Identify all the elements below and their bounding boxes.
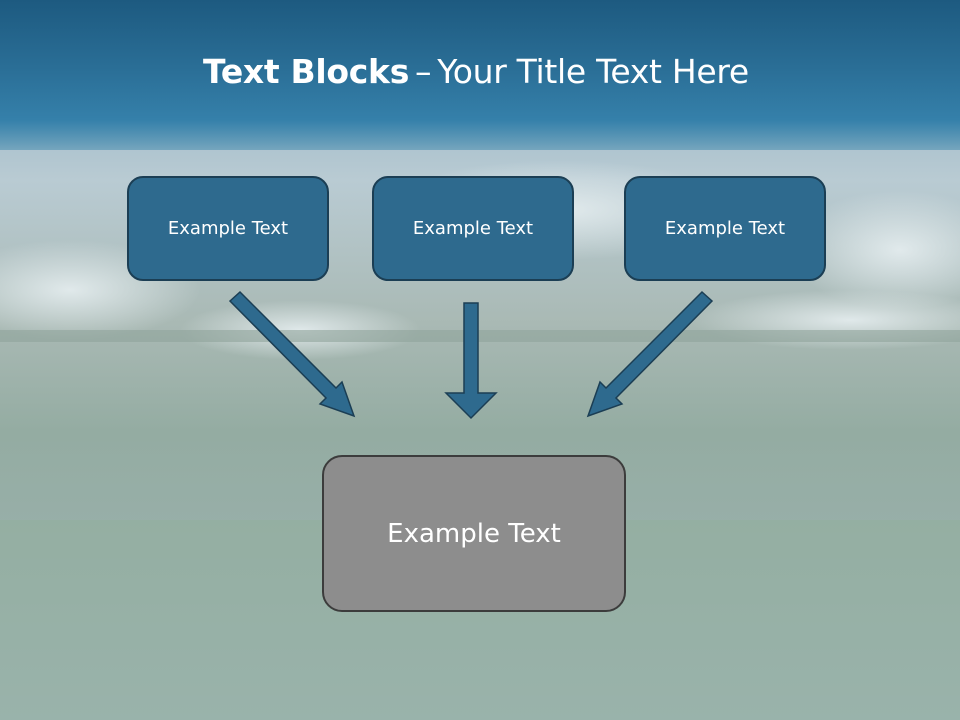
top-block-2: Example Text [372, 176, 574, 281]
slide-title: Text Blocks–Your Title Text Here [203, 52, 749, 102]
top-block-1-label: Example Text [167, 218, 289, 239]
top-block-1: Example Text [127, 176, 329, 281]
top-block-2-label: Example Text [412, 218, 534, 239]
bottom-block: Example Text [322, 455, 626, 612]
arrow-middle [444, 302, 498, 420]
top-block-3: Example Text [624, 176, 826, 281]
title-bar: Text Blocks–Your Title Text Here [0, 0, 960, 150]
bottom-block-label: Example Text [387, 518, 561, 549]
arrow-right [586, 290, 714, 418]
title-separator: – [415, 52, 432, 91]
title-rest: Your Title Text Here [437, 52, 749, 91]
top-block-3-label: Example Text [664, 218, 786, 239]
arrow-left [228, 290, 356, 418]
title-bold: Text Blocks [203, 52, 410, 91]
